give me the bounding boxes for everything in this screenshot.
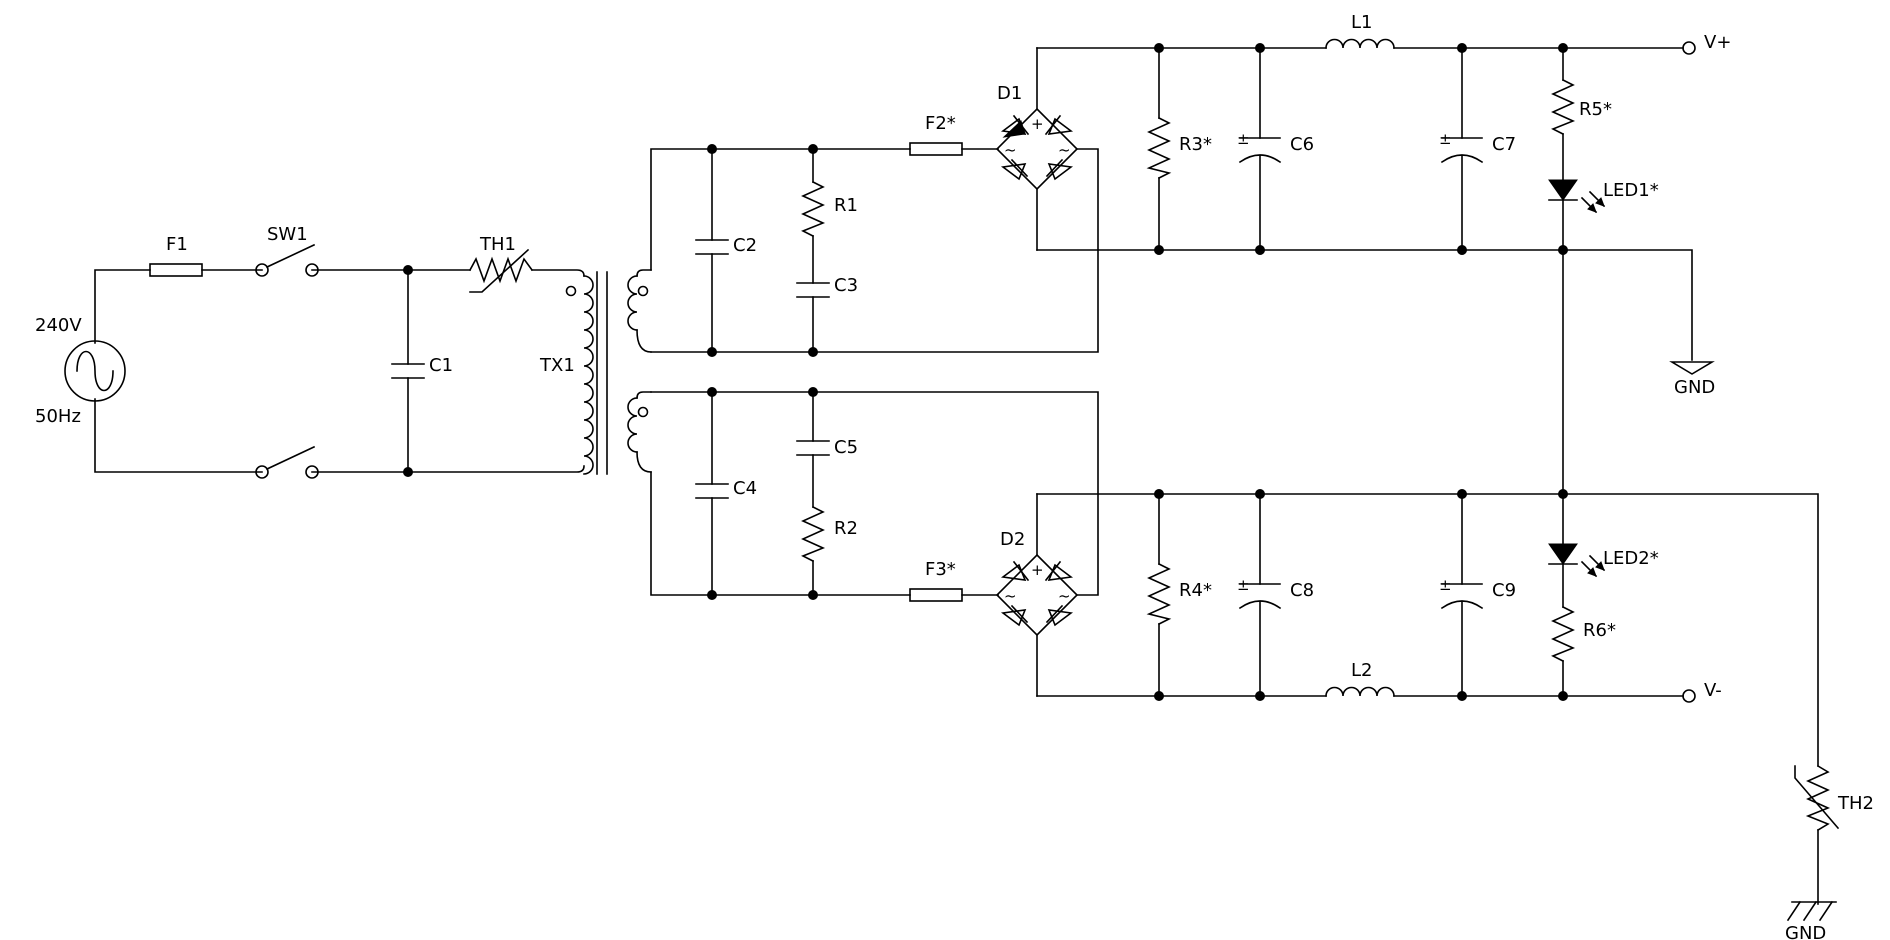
vminus-terminal-symbol: [1682, 689, 1696, 703]
vplus-label: V+: [1704, 32, 1731, 53]
resistor-r4-symbol: [1146, 562, 1172, 626]
inductor-l2-symbol: [1325, 686, 1395, 697]
switch-sw1-symbol: [255, 243, 319, 479]
resistor-r1-label: R1: [834, 195, 858, 216]
inductor-l1-symbol: [1325, 38, 1395, 49]
thermistor-th1-symbol: [468, 248, 534, 293]
fuse-f2-symbol: [909, 142, 963, 156]
bridge-rectifier-d1-label: D1: [997, 83, 1022, 104]
capacitor-c7-symbol: [1440, 137, 1484, 164]
capacitor-c5-symbol: [796, 440, 830, 456]
capacitor-c4-label: C4: [733, 478, 757, 499]
d1-tilde-left: ~: [1004, 141, 1017, 159]
capacitor-c2-symbol: [695, 239, 729, 255]
capacitor-c3-symbol: [796, 282, 830, 298]
resistor-r5-label: R5*: [1579, 99, 1612, 120]
transformer-tx1-label: TX1: [539, 355, 575, 376]
led1-label: LED1*: [1603, 180, 1659, 201]
led1-symbol: [1548, 179, 1606, 214]
resistor-r6-label: R6*: [1583, 620, 1616, 641]
primary-wiring: [94, 269, 585, 473]
ground1-label: GND: [1674, 377, 1715, 398]
bridge-rectifier-d2-label: D2: [1000, 529, 1025, 550]
capacitor-c2-label: C2: [733, 235, 757, 256]
capacitor-c4-symbol: [695, 483, 729, 499]
capacitor-c3-label: C3: [834, 275, 858, 296]
capacitor-c9-label: C9: [1492, 580, 1516, 601]
fuse-f2-label: F2*: [925, 113, 956, 134]
resistor-r3-label: R3*: [1179, 134, 1212, 155]
bridge-rectifier-d2-symbol: [995, 493, 1079, 697]
c6-polarity-mark: ±: [1237, 130, 1250, 148]
capacitor-c1-label: C1: [429, 355, 453, 376]
thermistor-th2-label: TH2: [1837, 793, 1874, 814]
negative-output-wiring: [1036, 493, 1819, 905]
fuse-f3-symbol: [909, 588, 963, 602]
d1-plus-symbol: +: [1031, 115, 1044, 133]
thermistor-th2-symbol: [1794, 764, 1840, 832]
c7-polarity-mark: ±: [1439, 130, 1452, 148]
d1-tilde-right: ~: [1058, 141, 1071, 159]
capacitor-c9-symbol: [1440, 583, 1484, 610]
ground1-symbol: [1669, 361, 1715, 375]
capacitor-c1-symbol: [391, 363, 425, 379]
ground2-symbol: [1786, 900, 1837, 922]
inductor-l2-label: L2: [1351, 660, 1372, 681]
resistor-r3-symbol: [1146, 116, 1172, 180]
source-voltage-label: 240V: [35, 315, 82, 336]
capacitor-c8-symbol: [1238, 583, 1282, 610]
junction-dots: [403, 43, 1568, 701]
vplus-terminal-symbol: [1682, 41, 1696, 55]
positive-output-wiring: [1036, 47, 1693, 495]
ac-source-symbol: [64, 340, 126, 402]
d2-tilde-left: ~: [1004, 587, 1017, 605]
fuse-f1-label: F1: [166, 234, 188, 255]
fuse-f1-symbol: [149, 263, 203, 277]
resistor-r1-symbol: [801, 180, 826, 238]
thermistor-th1-label: TH1: [479, 234, 516, 255]
switch-sw1-label: SW1: [267, 224, 308, 245]
resistor-r4-label: R4*: [1179, 580, 1212, 601]
resistor-r2-label: R2: [834, 518, 858, 539]
capacitor-c7-label: C7: [1492, 134, 1516, 155]
capacitor-c6-symbol: [1238, 137, 1282, 164]
led2-symbol: [1548, 543, 1606, 578]
vminus-label: V-: [1704, 680, 1722, 701]
capacitor-c8-label: C8: [1290, 580, 1314, 601]
transformer-tx1-symbol: [565, 269, 652, 475]
led2-label: LED2*: [1603, 548, 1659, 569]
bridge-rectifier-d1-symbol: [995, 47, 1079, 251]
fuse-f3-label: F3*: [925, 559, 956, 580]
capacitor-c6-label: C6: [1290, 134, 1314, 155]
resistor-r2-symbol: [801, 505, 826, 563]
ground2-label: GND: [1785, 923, 1826, 940]
inductor-l1-label: L1: [1351, 12, 1372, 33]
source-frequency-label: 50Hz: [35, 406, 81, 427]
resistor-r6-symbol: [1551, 605, 1576, 663]
resistor-r5-symbol: [1551, 78, 1576, 136]
capacitor-c5-label: C5: [834, 437, 858, 458]
secondary1-wiring: [650, 148, 1099, 353]
d2-plus-symbol: +: [1031, 561, 1044, 579]
d2-tilde-right: ~: [1058, 587, 1071, 605]
c8-polarity-mark: ±: [1237, 576, 1250, 594]
c9-polarity-mark: ±: [1439, 576, 1452, 594]
